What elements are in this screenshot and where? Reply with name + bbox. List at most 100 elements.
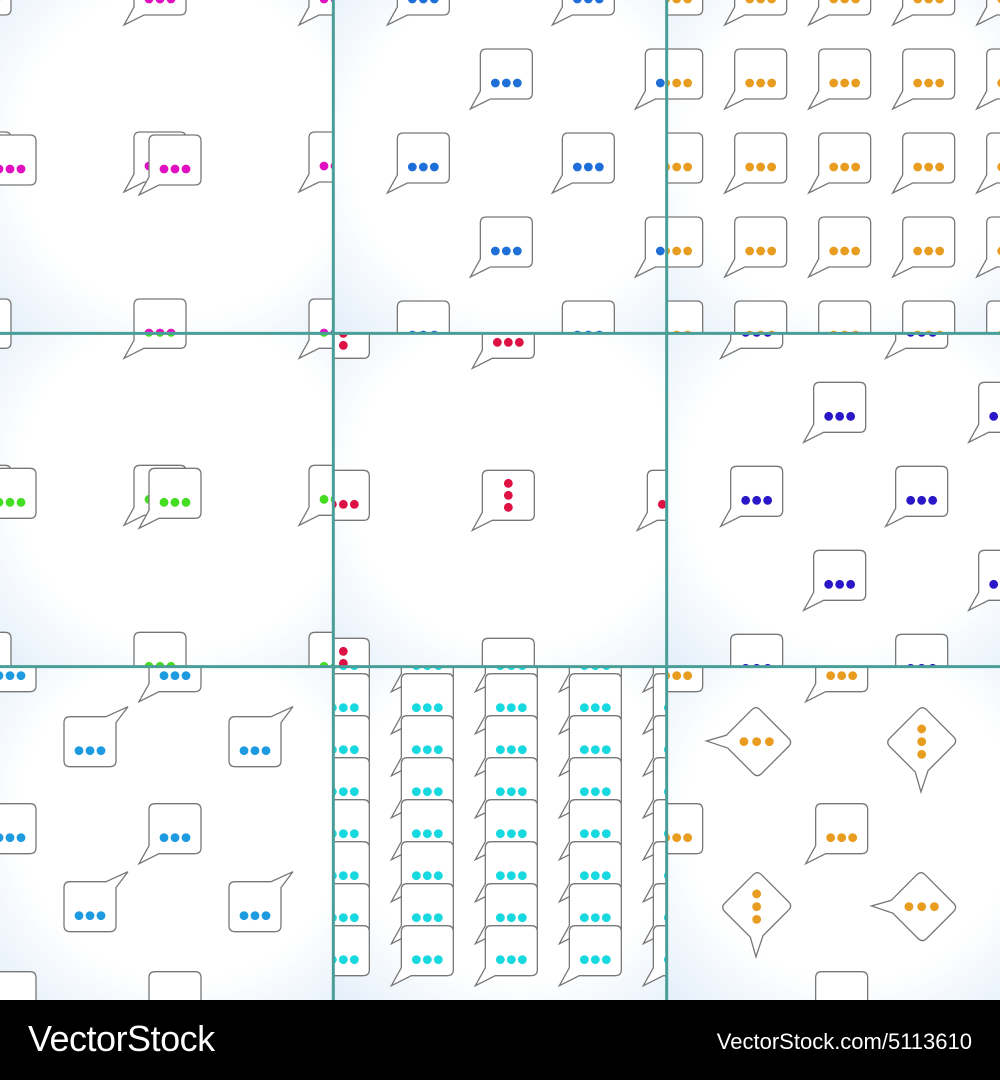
bubble-outline <box>133 298 187 334</box>
typing-dot <box>763 495 773 505</box>
bubble-outline <box>0 971 37 1000</box>
typing-dot <box>349 499 359 509</box>
pattern-tile-cyan-bubbles <box>333 666 667 1000</box>
typing-dot <box>495 955 505 965</box>
typing-dot <box>752 914 762 924</box>
speech-bubble-icon <box>975 216 1000 279</box>
speech-bubble-icon <box>723 216 788 279</box>
typing-dot <box>824 411 834 421</box>
bubble-outline <box>633 48 667 111</box>
speech-bubble-icon <box>389 925 454 988</box>
typing-dot <box>590 871 600 881</box>
speech-bubble-icon <box>228 706 294 768</box>
bubble-outline <box>730 633 784 667</box>
typing-dot <box>411 829 421 839</box>
typing-dot <box>672 246 682 256</box>
bubble-outline <box>807 48 872 111</box>
typing-dot <box>429 162 439 172</box>
speech-bubble-icon <box>63 871 129 933</box>
bubble-outline <box>666 300 704 334</box>
bubble-outline <box>975 216 1000 279</box>
typing-dot <box>601 787 611 797</box>
typing-dot <box>745 0 754 4</box>
typing-dot <box>349 955 359 965</box>
speech-bubble-icon <box>333 333 370 359</box>
typing-dot <box>490 246 500 256</box>
typing-dot <box>422 955 432 965</box>
typing-dot <box>338 646 348 656</box>
typing-dot <box>590 787 600 797</box>
speech-bubble-icon <box>550 132 615 195</box>
speech-bubble-icon <box>468 216 533 279</box>
typing-dot <box>835 579 845 589</box>
typing-dot <box>848 833 858 843</box>
typing-dot <box>583 162 593 172</box>
typing-dot <box>745 162 755 172</box>
typing-dot <box>601 745 611 755</box>
speech-bubble-icon <box>481 637 535 667</box>
bubble-outline <box>723 0 788 27</box>
typing-dot <box>997 78 1000 88</box>
typing-dot <box>573 0 582 4</box>
typing-dot <box>835 411 845 421</box>
typing-dot <box>913 78 923 88</box>
typing-dot <box>904 902 914 912</box>
typing-dot <box>935 162 945 172</box>
typing-dot <box>579 871 589 881</box>
typing-dot <box>506 829 516 839</box>
typing-dot <box>159 164 169 174</box>
bubble-outline <box>297 131 334 194</box>
pattern-tile-magenta-bubbles <box>0 0 334 334</box>
bubble-outline <box>807 0 872 27</box>
bubble-outline <box>396 300 450 334</box>
typing-dot <box>672 78 682 88</box>
speech-bubble-icon <box>297 131 334 194</box>
typing-dot <box>917 902 927 912</box>
typing-dot <box>170 671 180 681</box>
bubble-outline <box>550 132 615 195</box>
speech-bubble-icon <box>137 134 202 197</box>
typing-dot <box>745 246 755 256</box>
bubble-outline <box>891 48 956 111</box>
speech-bubble-icon <box>148 971 202 1000</box>
typing-dot <box>906 495 916 505</box>
bubble-outline <box>0 333 12 349</box>
typing-dot <box>767 0 776 4</box>
typing-dot <box>514 337 524 347</box>
typing-dot <box>601 913 611 923</box>
speech-bubble-icon <box>666 216 704 268</box>
speech-bubble-icon <box>297 464 334 527</box>
typing-dot <box>74 911 84 921</box>
typing-dot <box>756 162 766 172</box>
speech-bubble-icon <box>557 925 622 988</box>
typing-dot <box>170 164 180 174</box>
typing-dot <box>0 671 4 680</box>
typing-dot <box>181 164 191 174</box>
bubble-outline <box>481 637 535 667</box>
pattern-tile-blue-bubbles <box>333 0 667 334</box>
typing-dot <box>572 162 582 172</box>
typing-dot <box>166 0 176 4</box>
bubble-outline <box>975 132 1000 195</box>
speech-bubble-icon <box>967 549 1000 612</box>
typing-dot <box>495 871 505 881</box>
typing-dot <box>517 787 527 797</box>
typing-dot <box>433 829 443 839</box>
bubble-outline <box>641 925 667 988</box>
typing-dot <box>349 871 359 881</box>
speech-bubble-icon <box>804 666 869 704</box>
typing-dot <box>418 162 428 172</box>
vectorstock-logo: VectorStock <box>28 1018 215 1059</box>
typing-dot <box>683 671 693 681</box>
typing-dot <box>829 0 838 4</box>
bubble-outline <box>297 464 334 527</box>
typing-dot <box>506 745 516 755</box>
bubble-outline <box>666 0 704 16</box>
bubble-outline <box>802 381 867 444</box>
typing-dot <box>422 745 432 755</box>
typing-dot <box>840 246 850 256</box>
typing-dot <box>683 162 693 172</box>
speech-bubble-icon <box>975 0 1000 27</box>
pattern-tile-crimson-bubbles <box>333 333 667 667</box>
typing-dot <box>512 246 522 256</box>
